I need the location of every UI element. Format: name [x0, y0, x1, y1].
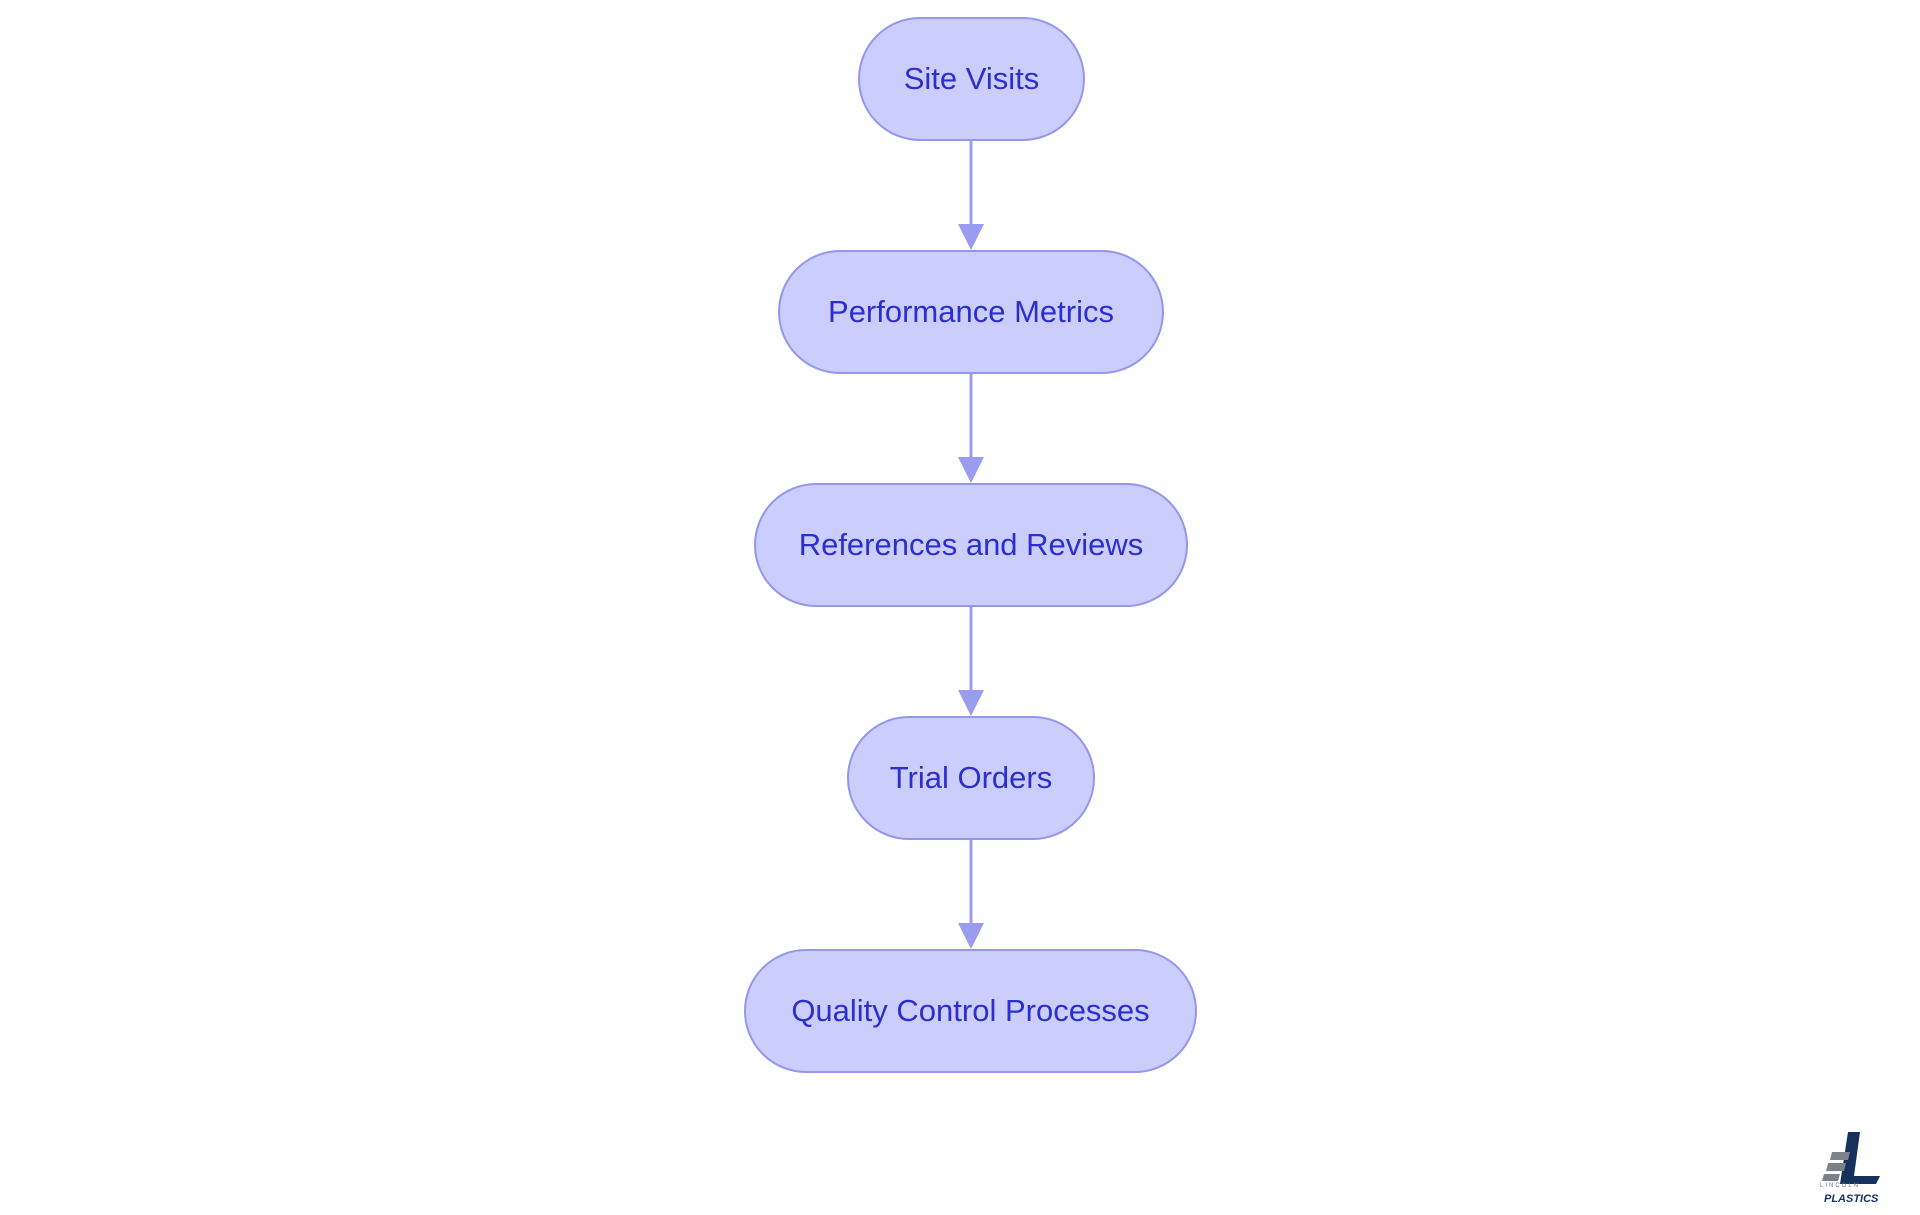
node-label: Site Visits — [903, 61, 1040, 96]
node-label: References and Reviews — [798, 527, 1144, 562]
node-label: Performance Metrics — [828, 294, 1114, 329]
node-references-and-reviews: References and Reviews — [754, 483, 1188, 607]
node-label: Quality Control Processes — [791, 993, 1150, 1028]
logo-subtitle: LINCOLN — [1820, 1183, 1861, 1189]
lincoln-plastics-logo-icon — [1822, 1132, 1880, 1184]
node-quality-control-processes: Quality Control Processes — [744, 949, 1197, 1073]
node-site-visits: Site Visits — [858, 17, 1085, 141]
edge-site-visits-to-performance-metrics — [958, 141, 984, 250]
edge-trial-orders-to-quality-control — [958, 840, 984, 949]
logo-name: PLASTICS — [1824, 1193, 1879, 1205]
edge-performance-metrics-to-references — [958, 374, 984, 483]
node-trial-orders: Trial Orders — [847, 716, 1095, 840]
node-label: Trial Orders — [889, 760, 1053, 795]
node-performance-metrics: Performance Metrics — [778, 250, 1164, 374]
edge-references-to-trial-orders — [958, 607, 984, 716]
